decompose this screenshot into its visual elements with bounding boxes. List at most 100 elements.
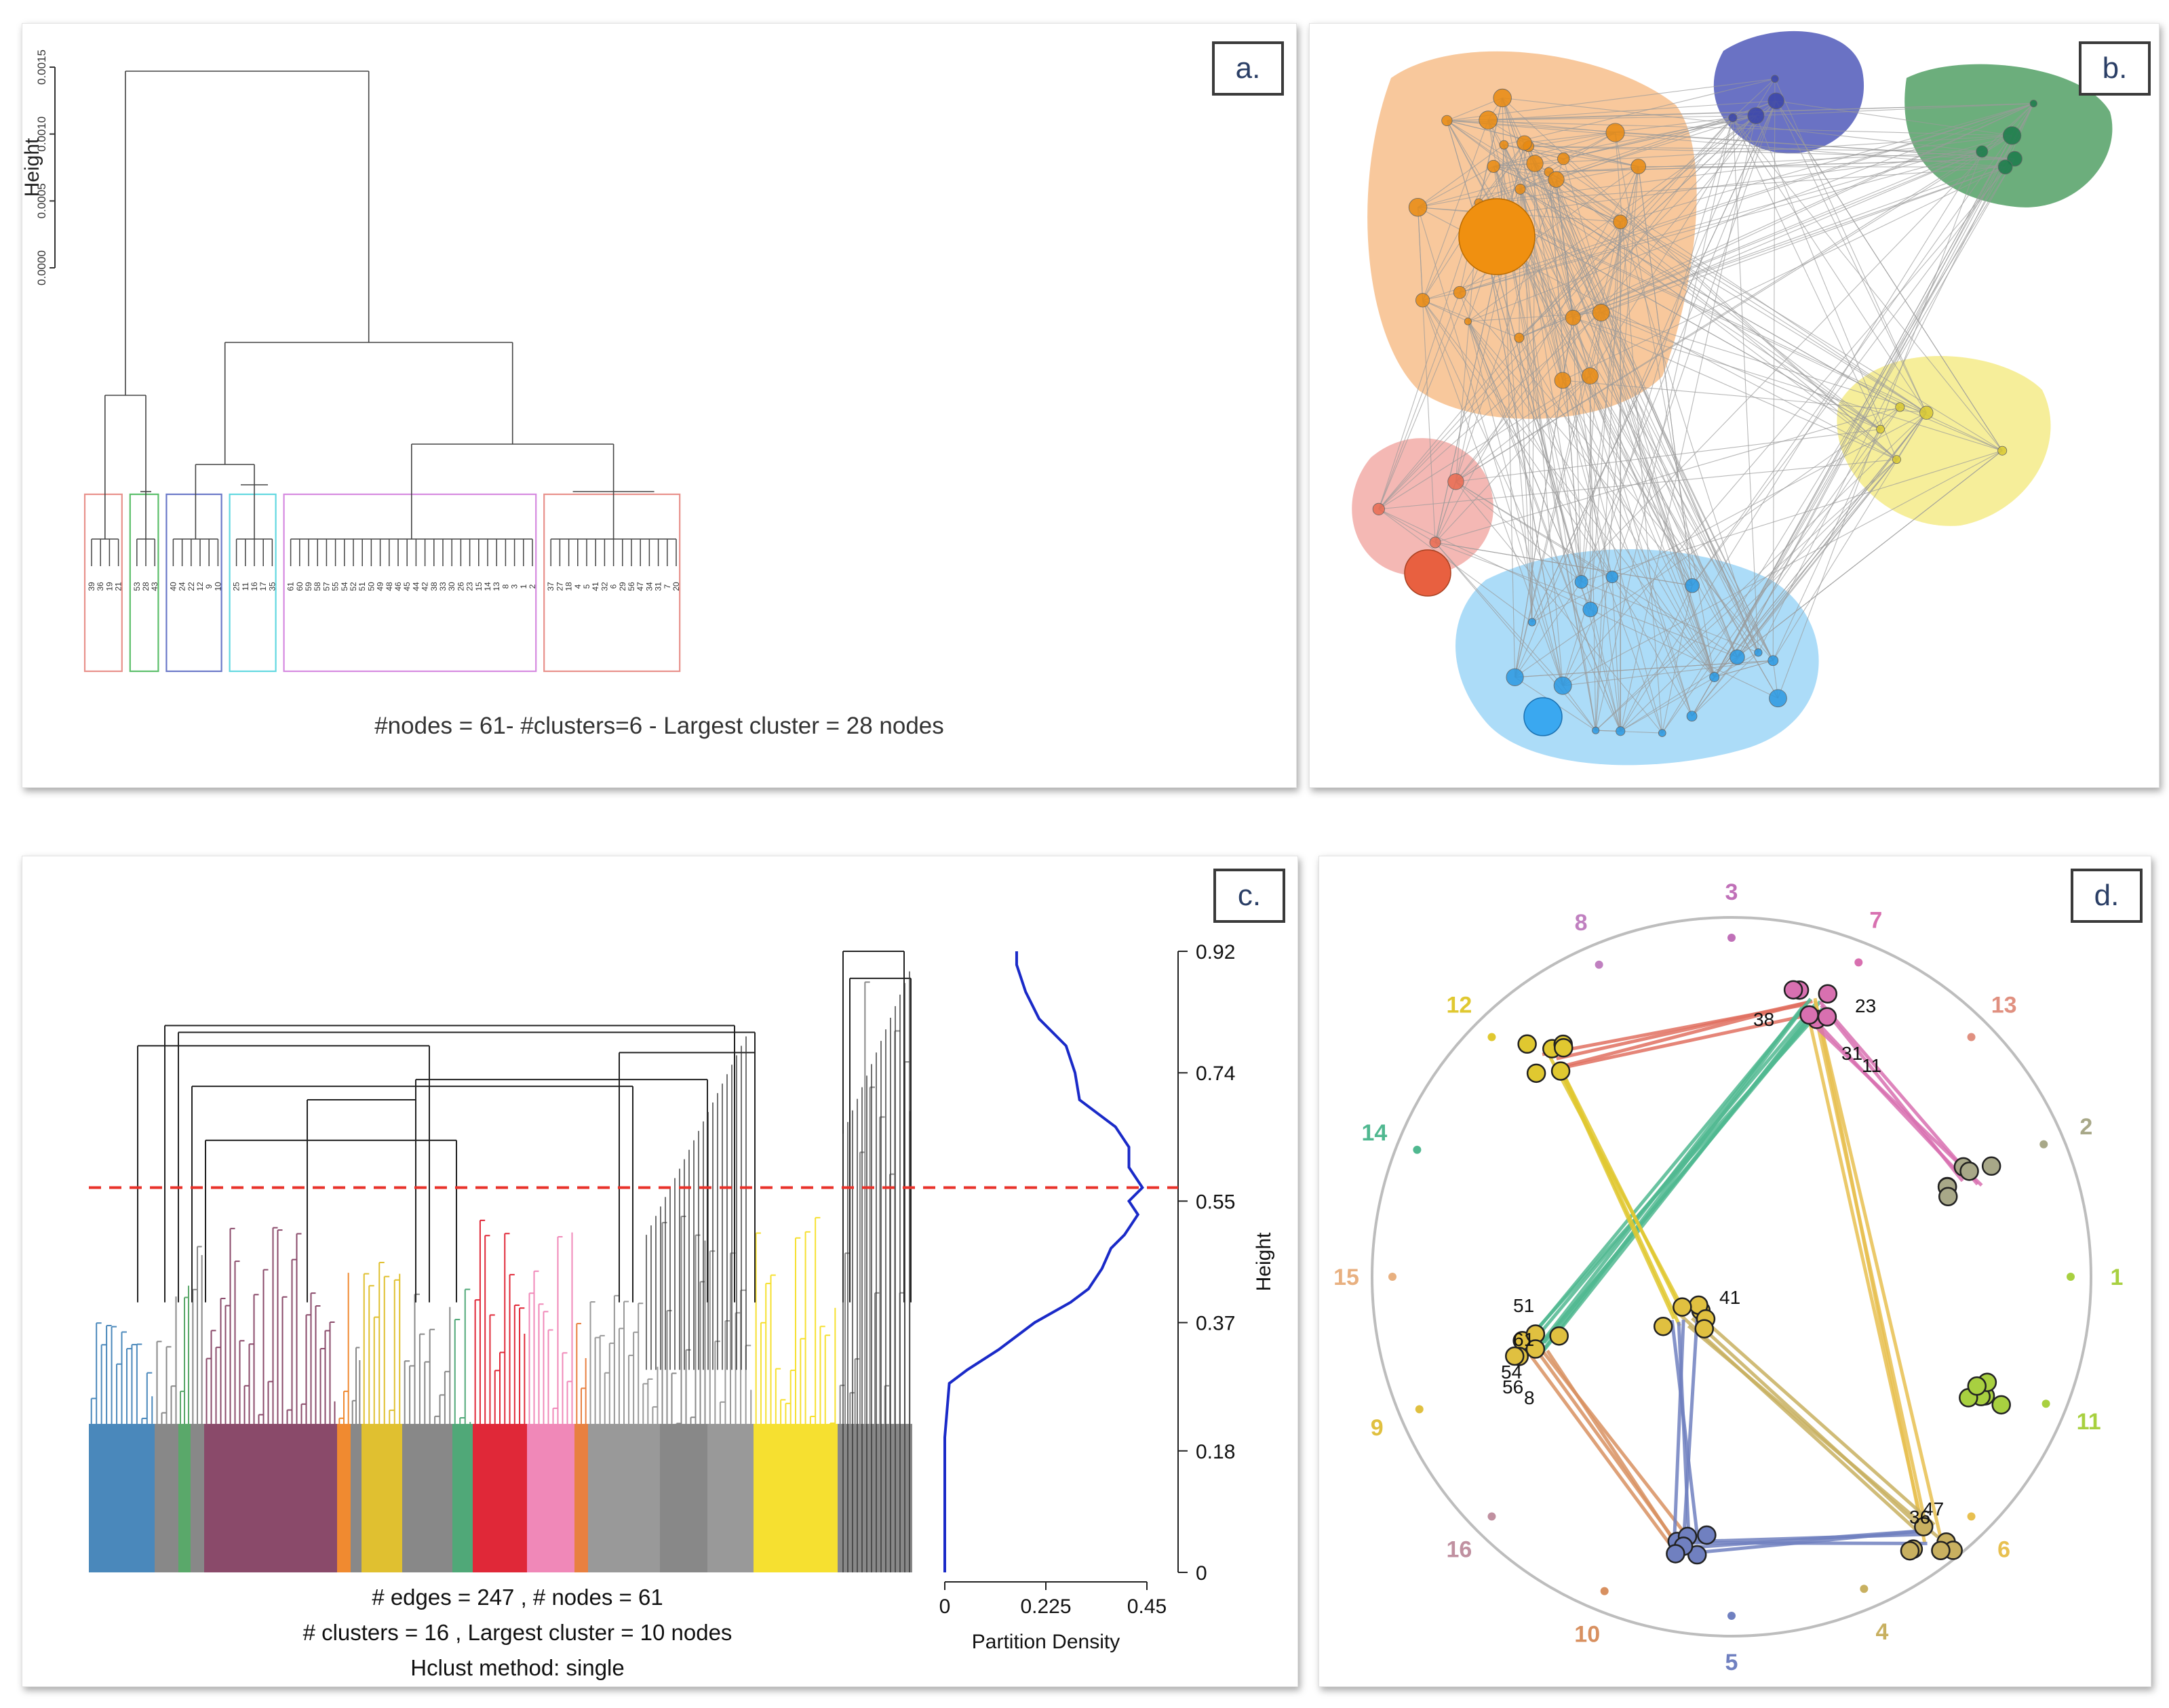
- network-edge: [1418, 165, 1639, 208]
- leaf-label: 39: [87, 582, 96, 591]
- c-leaf-block: [402, 1423, 452, 1572]
- c-leaf-block: [473, 1423, 527, 1572]
- network-node: [1709, 672, 1720, 682]
- c-leaf-block: [754, 1423, 838, 1572]
- network-edge: [1446, 120, 1582, 582]
- leaf-label: 3: [510, 584, 520, 589]
- chord-node: [1799, 1005, 1819, 1025]
- network-edge: [1455, 481, 1663, 734]
- chord-node: [1526, 1063, 1546, 1084]
- network-edge: [1500, 214, 1621, 732]
- ring-dot: [1595, 960, 1603, 969]
- network-edge: [1422, 300, 1436, 543]
- y-tick-label: 0.0010: [35, 117, 48, 152]
- network-edge: [1595, 459, 1897, 731]
- c-caption-line: Hclust method: single: [410, 1655, 624, 1680]
- network-node: [1892, 455, 1901, 464]
- network-edge: [1528, 146, 1982, 152]
- ring-dot: [1388, 1273, 1396, 1281]
- network-edge: [1422, 300, 1621, 732]
- network-edge: [1692, 167, 2006, 717]
- chord-link: [1687, 1324, 1939, 1538]
- network-edge: [1692, 677, 1715, 717]
- network-node-large: [1458, 198, 1536, 275]
- chord-link: [1529, 1001, 1818, 1346]
- network-edge: [1447, 120, 1639, 167]
- network-edge: [1638, 166, 1693, 586]
- chord-link: [1818, 1000, 1979, 1186]
- partition-density-curve: [943, 951, 1144, 1572]
- ring-dot: [2041, 1399, 2050, 1408]
- network-node: [1515, 183, 1526, 195]
- network-edge: [1662, 429, 1881, 734]
- ring-label: 8: [1575, 910, 1588, 936]
- chord-node: [1914, 1517, 1934, 1536]
- network-node: [1527, 618, 1536, 627]
- network-edge: [1548, 172, 1759, 653]
- network-edge: [1590, 609, 1778, 699]
- network-edge: [1732, 117, 1881, 430]
- c-leaf-block: [89, 1423, 155, 1572]
- chord-link: [1677, 1322, 1692, 1555]
- network-edge: [1378, 203, 1479, 510]
- network-edge: [1502, 97, 1982, 152]
- leaf-label: 27: [555, 582, 564, 591]
- c-y-tick-label: 0.37: [1196, 1313, 1235, 1335]
- network-edge: [1418, 165, 1494, 208]
- network-edge: [1479, 135, 2012, 203]
- network-edge: [1519, 188, 1693, 717]
- network-edge: [1556, 179, 1881, 430]
- network-edge: [1460, 103, 2034, 293]
- network-edge: [1488, 115, 1756, 121]
- network-edge: [1732, 117, 2003, 452]
- network-node: [1976, 145, 1989, 158]
- network-node: [1548, 171, 1565, 188]
- c-leaf-block: [155, 1423, 178, 1572]
- network-edge: [1500, 214, 1693, 586]
- network-edge: [1502, 98, 1693, 586]
- node-label: 36: [1909, 1507, 1930, 1528]
- network-node: [1464, 317, 1472, 325]
- network-edge: [1581, 166, 1639, 582]
- ring-label: 7: [1869, 907, 1882, 933]
- network-edge: [1467, 321, 1563, 686]
- leaf-label: 6: [609, 584, 619, 589]
- chord-node: [1673, 1297, 1692, 1317]
- leaf-label: 56: [627, 582, 636, 591]
- chord-node: [1959, 1161, 1979, 1181]
- network-node: [1747, 107, 1765, 124]
- ring-label: 11: [2077, 1409, 2101, 1435]
- chord-node: [1900, 1541, 1920, 1561]
- network-node: [1730, 649, 1745, 665]
- ring-dot: [2039, 1140, 2048, 1149]
- network-edge: [1478, 98, 1503, 203]
- network-edge: [1573, 158, 2015, 318]
- network-edge: [1434, 542, 1597, 731]
- leaf-label: 24: [178, 582, 187, 591]
- panel-tag-c: c.: [1213, 869, 1285, 923]
- network-edge: [1611, 576, 1621, 732]
- network-edge: [1896, 412, 1927, 460]
- network-edge: [1422, 119, 1489, 300]
- network-node: [1441, 115, 1453, 127]
- chord-link: [1813, 1012, 1928, 1526]
- network-edge: [1455, 135, 2012, 482]
- network-edge: [1378, 221, 1621, 510]
- network-node: [1565, 309, 1581, 326]
- chord-node: [1783, 980, 1803, 1000]
- ring-label: 14: [1361, 1120, 1387, 1146]
- ring-dot: [1600, 1587, 1609, 1595]
- ring-dot: [1727, 934, 1736, 942]
- ring-dot: [1967, 1033, 1976, 1041]
- network-edge: [1455, 481, 1738, 658]
- network-edge: [1611, 576, 1715, 677]
- network-edge: [1755, 103, 2034, 117]
- network-node: [1526, 155, 1544, 172]
- y-tick-label: 0.0015: [35, 49, 48, 85]
- network-edge: [1562, 380, 1715, 677]
- network-node: [1616, 726, 1626, 736]
- chord-link: [1813, 1000, 1944, 1545]
- network-node: [2002, 126, 2022, 145]
- network-node: [1605, 570, 1619, 584]
- network-node: [1499, 140, 1509, 150]
